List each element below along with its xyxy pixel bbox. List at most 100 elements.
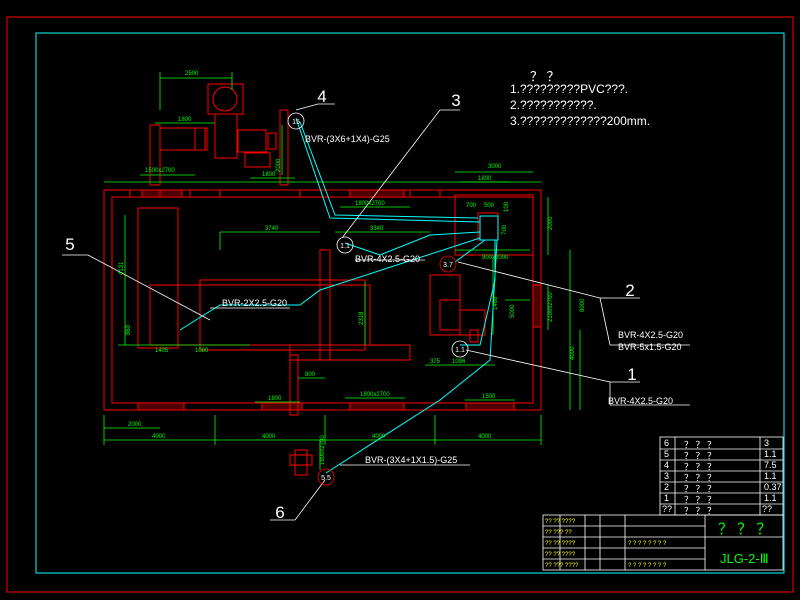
table-row-name: ？ ？ ？	[684, 484, 717, 494]
dim-text: 2000	[128, 422, 142, 428]
table-row-name: ？ ？ ？	[684, 451, 717, 461]
table-row-num: 2	[664, 482, 670, 492]
dim-text: 860	[126, 324, 132, 335]
circle-label-55: 5.5	[321, 475, 331, 482]
notes-line-3: 3.?????????????200mm.	[510, 114, 651, 128]
table-row-value: 7.5	[764, 460, 777, 470]
table-row-num: 5	[664, 449, 670, 459]
callout-number-4: 4	[317, 87, 326, 106]
svg-text:?? ??? ??: ?? ??? ??	[545, 530, 572, 536]
callout-number-6: 6	[275, 503, 284, 522]
dim-text: 1800	[268, 396, 282, 402]
callout-number-5: 5	[65, 235, 74, 254]
inner-frame	[35, 32, 785, 574]
title-block	[542, 436, 784, 571]
dim-text: 1500x2700	[145, 168, 175, 174]
dim-text: 1800	[262, 172, 276, 178]
cable-label-2a: BVR-4X2.5-G20	[618, 330, 683, 340]
table-row-value: 3	[764, 438, 770, 448]
table-row-name: ？ ？ ？	[684, 495, 717, 505]
cable-label-mid: BVR-4X2.5-G20	[355, 254, 420, 264]
dim-text: 100	[504, 201, 510, 212]
dim-text: 4000	[372, 434, 386, 440]
dim-text: 4000	[152, 434, 166, 440]
svg-text:?? ?? ????: ?? ?? ????	[545, 519, 576, 525]
dim-text: 1800x2700	[320, 435, 326, 465]
motor-circle-11b	[451, 340, 469, 358]
dim-text: 700	[466, 203, 477, 209]
dim-text: 1800x2700	[355, 201, 385, 207]
dim-text: 1405	[155, 348, 169, 354]
motor-circle-11a	[336, 236, 354, 254]
table-row-num: 3	[664, 471, 670, 481]
dim-text: 1500	[482, 394, 496, 400]
table-row-name: ？ ？ ？	[684, 440, 717, 450]
circle-label-37: 3.7	[443, 262, 453, 269]
dim-text: 3340	[370, 226, 384, 232]
table-row-value: 1.1	[764, 493, 777, 503]
table-row-num: 1	[664, 493, 670, 503]
title-block-scribbles: ?? ?? ???? ?? ??? ?? ?? ?? ???? ?? ?? ??…	[545, 519, 667, 569]
notes-title: ？ ？	[530, 69, 560, 84]
cable-label-6: BVR-(3X4+1X1.5)-G25	[365, 455, 457, 465]
motor-circle-15	[287, 112, 305, 130]
dim-text: 3740	[265, 226, 279, 232]
notes-line-2: 2.???????????.	[510, 98, 597, 112]
dim-text: 1468	[493, 296, 499, 310]
dim-text: 500	[484, 203, 495, 209]
table-row-name: ？ ？ ？	[684, 462, 717, 472]
svg-text:? ? ? ? ? ? ? ?: ? ? ? ? ? ? ? ?	[628, 563, 667, 569]
dim-text: 800	[305, 372, 316, 378]
dim-text: 3000	[488, 164, 502, 170]
dim-text: 700	[502, 224, 508, 235]
table-row-num: 6	[664, 438, 670, 448]
dim-text: 375	[430, 359, 441, 365]
cable-label-2b: BVR-5x1.5-G20	[618, 342, 682, 352]
circle-label-11a: 1.1	[340, 243, 350, 250]
table-row-num: 4	[664, 460, 670, 470]
table-row-num: ??	[662, 504, 673, 514]
callout-number-2: 2	[625, 281, 634, 300]
dim-text: 2000	[276, 158, 282, 172]
dim-text: 5000	[510, 304, 516, 318]
table-row-value: 1.1	[764, 471, 777, 481]
room-walls	[103, 83, 542, 476]
dim-text: 4000	[262, 434, 276, 440]
dim-text: 2318	[359, 311, 365, 325]
table-row-value: 0.37	[764, 482, 782, 492]
svg-text:?? ?? ????: ?? ?? ????	[545, 552, 576, 558]
dim-text: 2100x2700	[548, 292, 554, 322]
outer-border	[6, 16, 794, 593]
cable-label-1: BVR-4X2.5-G20	[608, 396, 673, 406]
dim-text: 900x2000	[482, 255, 509, 261]
dim-text: 8000	[580, 298, 586, 312]
drawing-number: JLG-2-Ⅲ	[720, 551, 769, 566]
dim-text: 2500	[185, 71, 199, 77]
equipment-circles	[287, 112, 469, 486]
dim-text: 1800	[478, 176, 492, 182]
cable-label-5: BVR-2X2.5-G20	[222, 298, 287, 308]
motor-circle-55	[317, 468, 335, 486]
cable-label-4: BVR-(3X6+1X4)-G25	[305, 134, 390, 144]
table-row-name: ？ ？ ？	[684, 506, 717, 516]
circle-label-15: 15	[292, 119, 300, 126]
table-row-value: ??	[762, 504, 773, 514]
table-row-value: 1.1	[764, 449, 777, 459]
callout-number-3: 3	[451, 91, 460, 110]
dim-text: 1800	[178, 117, 192, 123]
dim-text: 4000	[570, 346, 576, 360]
svg-text:?? ??? ????: ?? ??? ????	[545, 563, 579, 569]
cable-lines	[179, 117, 499, 474]
dim-text: 1096	[452, 359, 466, 365]
dim-text: 4000	[478, 434, 492, 440]
dim-text: 1800x2700	[360, 392, 390, 398]
svg-text:? ? ? ? ? ? ? ?: ? ? ? ? ? ? ? ?	[628, 541, 667, 547]
leader-lines	[62, 103, 690, 521]
callout-number-1: 1	[627, 365, 636, 384]
svg-text:?? ?? ????: ?? ?? ????	[545, 541, 576, 547]
table-row-name: ？ ？ ？	[684, 473, 717, 483]
dim-text: 4131	[119, 261, 125, 275]
dim-text: 1080	[195, 348, 209, 354]
circle-label-11b: 1.1	[455, 347, 465, 354]
